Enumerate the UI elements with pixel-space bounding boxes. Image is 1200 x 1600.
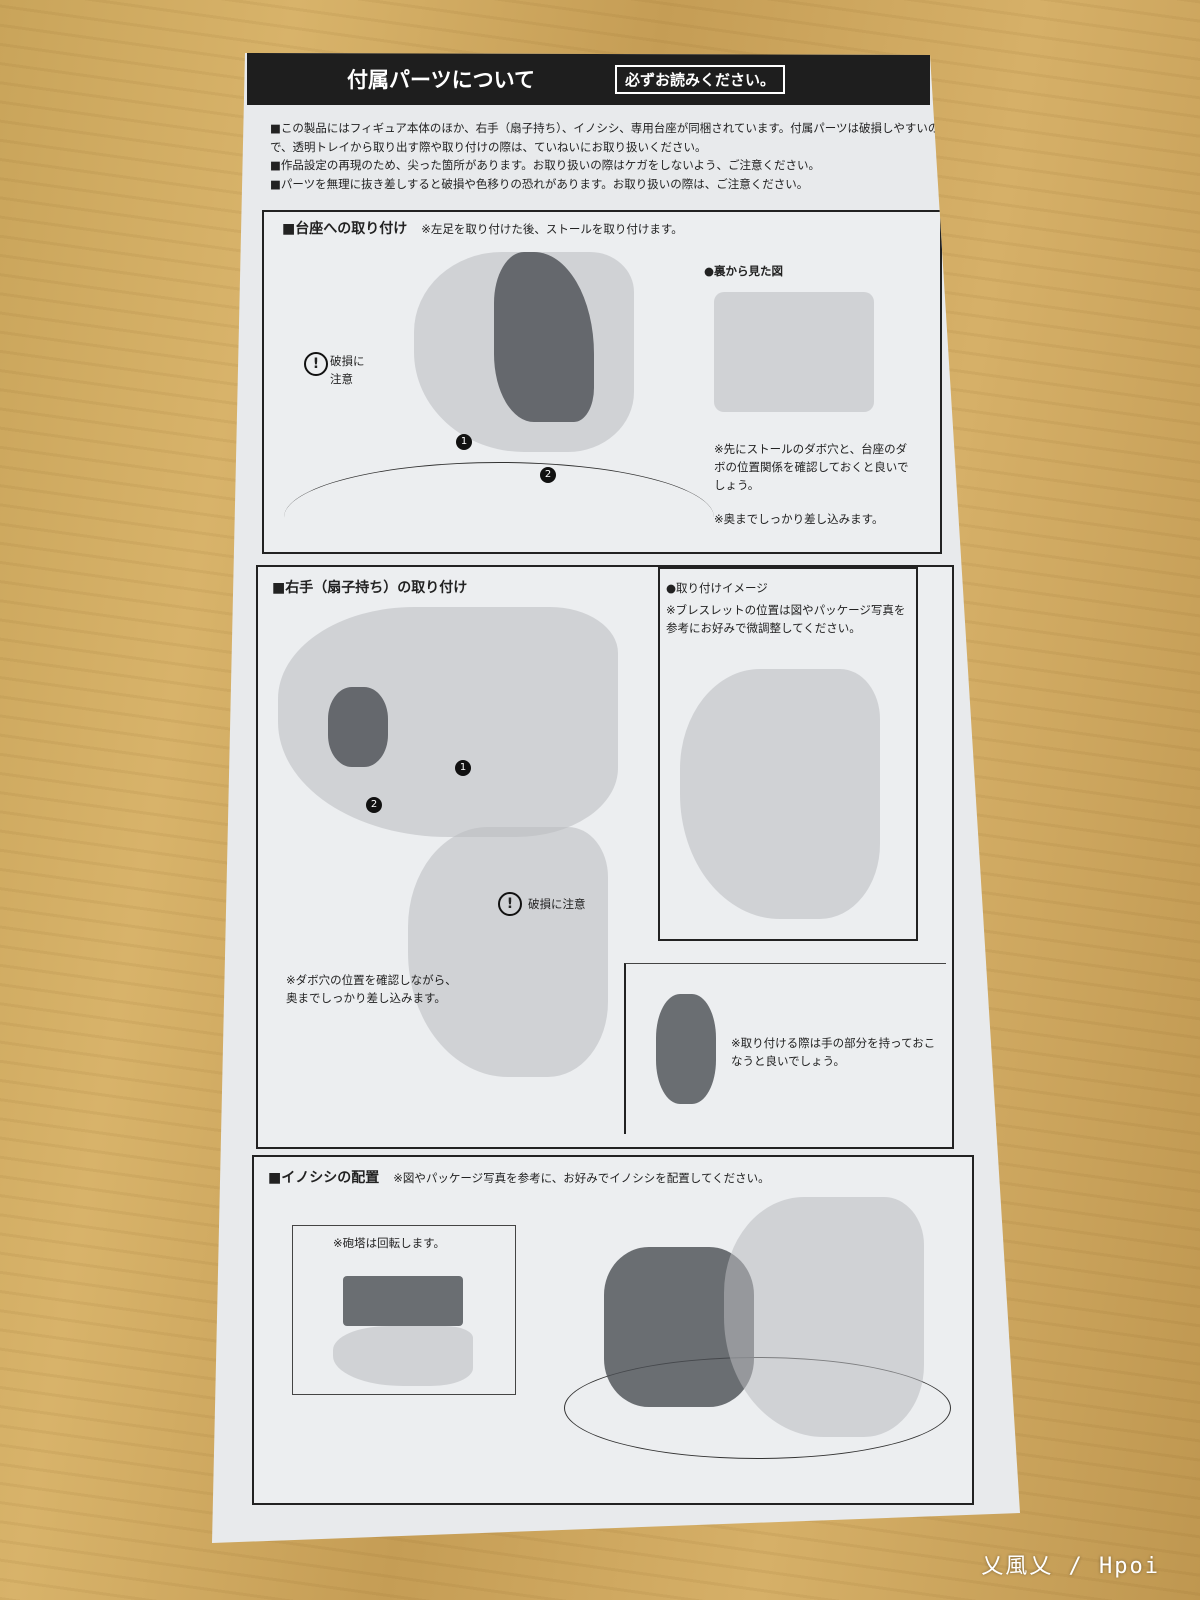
sheet-title: 付属パーツについて xyxy=(347,68,535,92)
section-base-attachment: ■台座への取り付け ※左足を取り付けた後、ストールを取り付けます。 ! 破損に注… xyxy=(262,210,942,554)
inset-note: ※取り付ける際は手の部分を持っておこなうと良いでしょう。 xyxy=(731,1036,936,1068)
section-right-hand-attachment: ■右手（扇子持ち）の取り付け 1 2 ! 破損に注意 ※ダボ穴の位置を確認しなが… xyxy=(256,565,954,1149)
watermark: 乂風乂 / Hpoi xyxy=(981,1554,1160,1579)
right-hand-fan-illustration xyxy=(408,827,608,1077)
warning-icon: ! xyxy=(498,892,522,916)
section-title: ■イノシシの配置 xyxy=(268,1170,380,1186)
holding-hand-illustration xyxy=(656,994,716,1104)
section-title: ■台座への取り付け xyxy=(282,221,408,237)
read-notice-badge: 必ずお読みください。 xyxy=(614,64,785,94)
hand-hold-inset: ※取り付ける際は手の部分を持っておこなうと良いでしょう。 xyxy=(624,963,946,1134)
attachment-image-inset: ●取り付けイメージ ※ブレスレットの位置は図やパッケージ写真を参考にお好みで微調… xyxy=(658,567,918,941)
warning-label: 破損に注意 xyxy=(528,897,586,911)
step-number: 1 xyxy=(455,760,471,776)
inset-title: ●取り付けイメージ xyxy=(666,581,768,595)
hand-socket-illustration xyxy=(328,687,388,767)
instruction-sheet: 付属パーツについて 必ずお読みください。 ■この製品にはフィギュア本体のほか、右… xyxy=(212,53,1020,1543)
section-boar-placement: ■イノシシの配置 ※図やパッケージ写真を参考に、お好みでイノシシを配置してくださ… xyxy=(252,1155,974,1505)
inset-note: ※先にストールのダボ穴と、台座のダボの位置関係を確認しておくと良いでしょう。 xyxy=(714,442,909,492)
inset-note: ※ブレスレットの位置は図やパッケージ写真を参考にお好みで微調整してください。 xyxy=(666,603,906,635)
intro-note: ■この製品にはフィギュア本体のほか、右手（扇子持ち）、イノシシ、専用台座が同梱さ… xyxy=(270,121,940,154)
step-number: 2 xyxy=(366,797,382,813)
intro-note: ■作品設定の再現のため、尖った箇所があります。お取り扱いの際はケガをしないよう、… xyxy=(270,158,820,172)
sheet-header: 付属パーツについて 必ずお読みください。 xyxy=(247,53,930,105)
inset-note: ※砲塔は回転します。 xyxy=(333,1236,445,1250)
section-subtitle: ※左足を取り付けた後、ストールを取り付けます。 xyxy=(421,222,683,236)
turret-illustration xyxy=(343,1276,463,1326)
attached-hand-illustration xyxy=(680,669,880,919)
figure-lower-body-illustration xyxy=(724,1197,924,1437)
stole-back-view-illustration xyxy=(714,292,874,412)
inset-note: ※奥までしっかり差し込みます。 xyxy=(714,512,884,526)
intro-note: ■パーツを無理に抜き差しすると破損や色移りの恐れがあります。お取り扱いの際は、ご… xyxy=(270,176,809,191)
intro-notes: ■この製品にはフィギュア本体のほか、右手（扇子持ち）、イノシシ、専用台座が同梱さ… xyxy=(270,119,940,193)
section-title: ■右手（扇子持ち）の取り付け xyxy=(272,580,468,596)
section-subtitle: ※図やパッケージ写真を参考に、お好みでイノシシを配置してください。 xyxy=(393,1171,770,1185)
step-number: 1 xyxy=(456,434,472,450)
inset-title: ●裏から見た図 xyxy=(704,264,784,278)
turret-inset: ※砲塔は回転します。 xyxy=(292,1225,516,1395)
section-note: ※ダボ穴の位置を確認しながら、奥までしっかり差し込みます。 xyxy=(286,973,457,1005)
base-outline xyxy=(284,462,714,573)
warning-label: 破損に注意 xyxy=(330,354,365,386)
boar-legs-illustration xyxy=(333,1326,473,1386)
warning-icon: ! xyxy=(304,352,328,376)
